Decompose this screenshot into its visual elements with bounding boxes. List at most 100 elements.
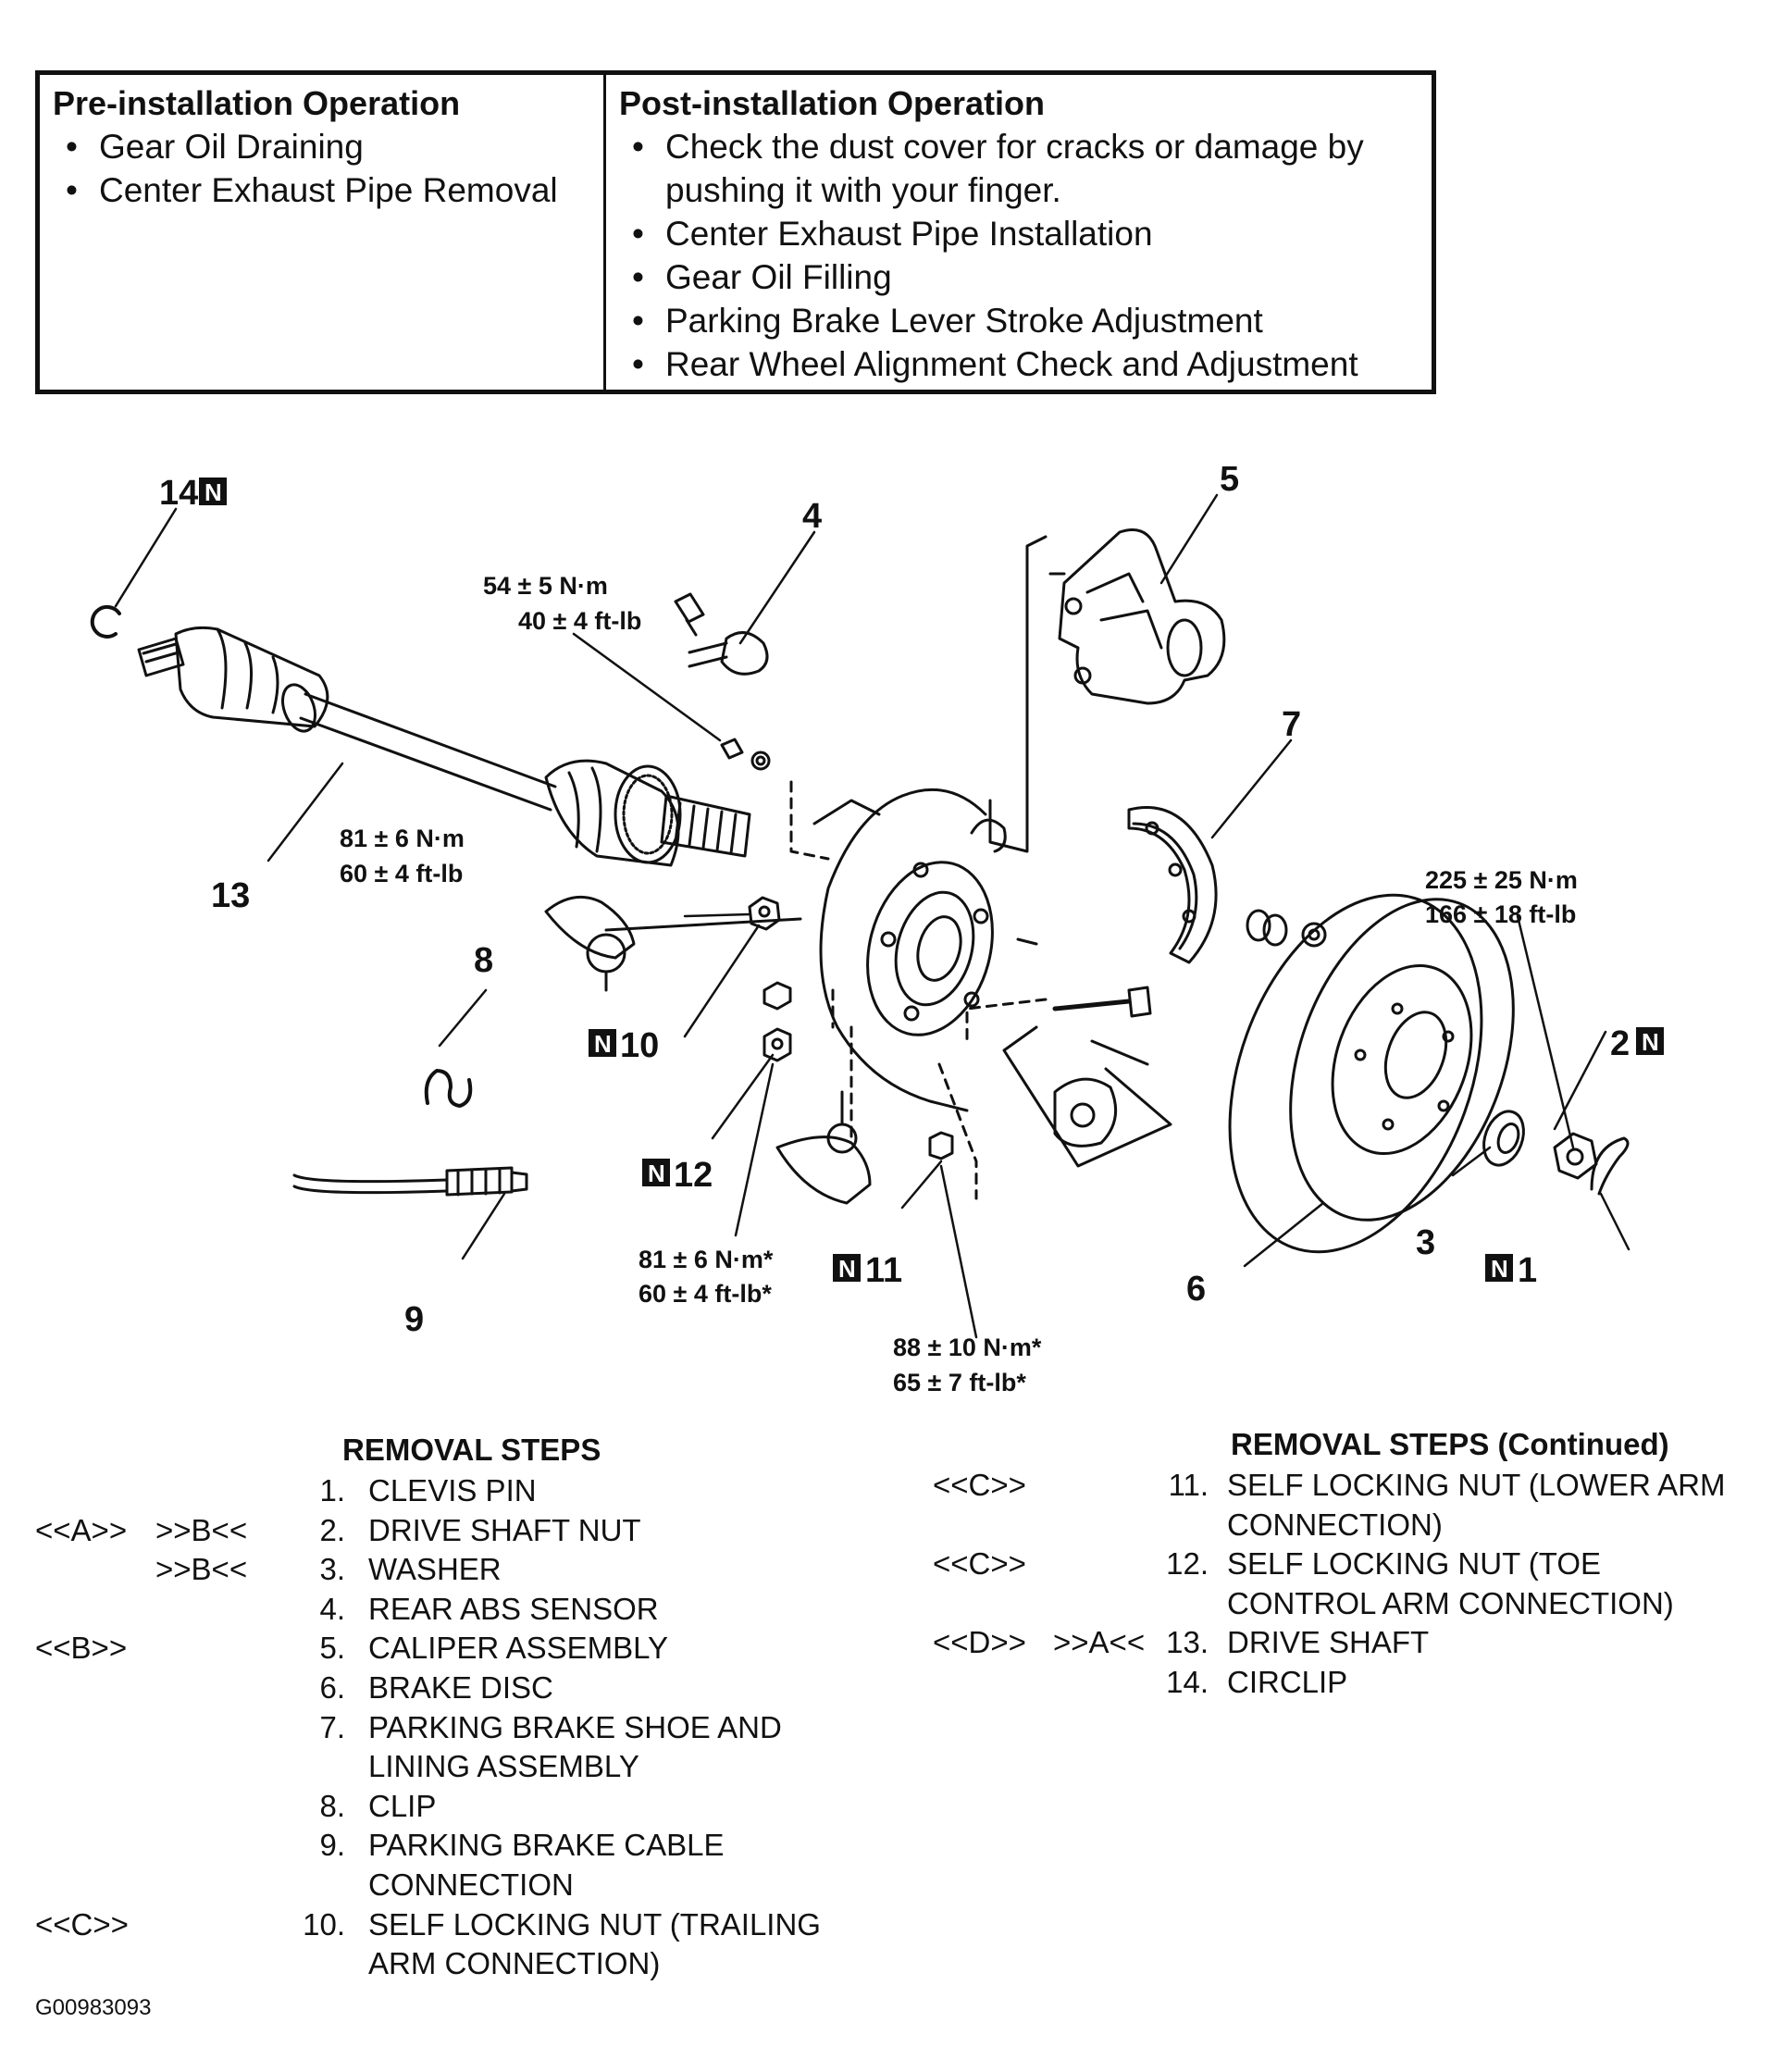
- assembly-dashed-lines: [789, 780, 1048, 1200]
- removal-step: <<C>>10.SELF LOCKING NUT (TRAILING: [35, 1906, 821, 1942]
- removal-step: 9.PARKING BRAKE CABLE: [319, 1828, 725, 1863]
- callout-7: 7: [1282, 705, 1301, 744]
- lower-arm-bushing: [1053, 1077, 1118, 1148]
- callout-3: 3: [1416, 1223, 1435, 1262]
- caliper-assembly-part: [1058, 528, 1226, 705]
- torque-hub-nut-nm: 225 ± 25 N·m: [1425, 866, 1578, 894]
- torque-toe-nm: 81 ± 6 N·m*: [639, 1246, 774, 1273]
- post-item: Rear Wheel Alignment Check and Adjustmen…: [619, 342, 1432, 386]
- torque-abs-nm: 54 ± 5 N·m: [483, 572, 608, 600]
- callout-13: 13: [211, 876, 250, 915]
- drive-shaft-part: [137, 626, 751, 867]
- removal-step: 7.PARKING BRAKE SHOE AND: [319, 1709, 782, 1744]
- callout-1: 1: [1518, 1251, 1537, 1290]
- callout-14: 14: [159, 474, 198, 513]
- removal-step: >>B<<3.WASHER: [155, 1552, 502, 1587]
- post-installation-list: Check the dust cover for cracks or damag…: [619, 125, 1432, 386]
- shoe-adjuster-spring: [1246, 909, 1327, 948]
- callout-6: 6: [1186, 1270, 1206, 1309]
- removal-step: CONNECTION: [368, 1867, 574, 1902]
- svg-text:N: N: [205, 478, 222, 506]
- post-item-continued: pushing it with your finger.: [665, 171, 1061, 209]
- removal-step: <<C>>12.SELF LOCKING NUT (TOE: [933, 1546, 1602, 1582]
- torque-toe-ftlb: 60 ± 4 ft-lb*: [639, 1280, 772, 1308]
- removal-steps-left: 1.CLEVIS PIN <<A>>>>B<<2.DRIVE SHAFT NUT…: [35, 1471, 868, 1984]
- new-part-mark-11: N: [833, 1254, 861, 1283]
- new-part-mark-12: N: [642, 1159, 670, 1187]
- callout-2: 2: [1610, 1024, 1630, 1063]
- removal-step: 6.BRAKE DISC: [319, 1669, 553, 1705]
- removal-step: 1.CLEVIS PIN: [319, 1473, 537, 1507]
- torque-trailing-ftlb: 60 ± 4 ft-lb: [340, 860, 463, 887]
- removal-step: 14.CIRCLIP: [1166, 1664, 1348, 1699]
- callout-11: 11: [865, 1251, 902, 1290]
- parking-brake-cable-part: [292, 1166, 528, 1197]
- removal-step: <<A>>>>B<<2.DRIVE SHAFT NUT: [35, 1512, 641, 1547]
- pre-installation-column: Pre-installation Operation Gear Oil Drai…: [40, 75, 606, 390]
- circlip-part: [90, 604, 121, 639]
- post-installation-title: Post-installation Operation: [619, 84, 1046, 122]
- removal-steps-continued-heading: REMOVAL STEPS (Continued): [1231, 1427, 1669, 1461]
- clevis-pin-part: [1590, 1136, 1630, 1196]
- self-locking-nut-10: [748, 896, 781, 931]
- self-locking-nut-12: [763, 981, 792, 1062]
- new-part-mark-14: N: [199, 478, 227, 506]
- clip-part: [424, 1069, 473, 1108]
- self-locking-nut-11: [928, 1131, 954, 1160]
- new-part-mark-2: N: [1636, 1027, 1664, 1056]
- removal-step: CONTROL ARM CONNECTION): [1227, 1585, 1674, 1620]
- removal-step: ARM CONNECTION): [368, 1946, 661, 1981]
- callout-12: 12: [674, 1156, 713, 1195]
- caliper-bolt: [1052, 986, 1152, 1018]
- assembly-solid-lines: [604, 535, 1172, 1168]
- pre-installation-list: Gear Oil Draining Center Exhaust Pipe Re…: [53, 125, 603, 212]
- svg-text:N: N: [1491, 1255, 1508, 1283]
- rear-axle-exploded-diagram: 14 4 5 7 13 8 10 2 12 9 11 6 3 1 N N N N: [90, 460, 1664, 1396]
- callout-10: 10: [620, 1026, 659, 1065]
- svg-text:N: N: [648, 1160, 665, 1187]
- svg-text:N: N: [838, 1255, 856, 1283]
- callout-5: 5: [1220, 460, 1239, 499]
- svg-text:N: N: [1642, 1028, 1659, 1056]
- post-item: Check the dust cover for cracks or damag…: [619, 125, 1432, 168]
- post-item: Gear Oil Filling: [619, 255, 1432, 299]
- removal-steps-heading: REMOVAL STEPS: [342, 1433, 601, 1467]
- removal-step: <<B>>5.CALIPER ASSEMBLY: [35, 1631, 669, 1666]
- removal-steps-right: <<C>>11.SELF LOCKING NUT (LOWER ARM CONN…: [933, 1466, 1766, 1703]
- toe-control-arm-ball-joint: [775, 1090, 872, 1205]
- removal-step: 8.CLIP: [319, 1788, 437, 1823]
- abs-sensor-part: [674, 592, 769, 676]
- removal-step: LINING ASSEMBLY: [368, 1749, 639, 1784]
- callout-8: 8: [474, 941, 493, 980]
- post-item: Center Exhaust Pipe Installation: [619, 212, 1432, 255]
- new-part-mark-1: N: [1485, 1254, 1513, 1283]
- torque-abs-ftlb: 40 ± 4 ft-lb: [518, 607, 641, 635]
- torque-hub-nut-ftlb: 166 ± 18 ft-lb: [1425, 900, 1576, 928]
- operations-table: Pre-installation Operation Gear Oil Drai…: [35, 70, 1436, 394]
- figure-id: G00983093: [35, 1995, 152, 2020]
- new-part-mark-10: N: [589, 1029, 616, 1058]
- torque-lower-arm-nm: 88 ± 10 N·m*: [893, 1334, 1042, 1361]
- parking-brake-shoe-part: [1127, 806, 1218, 964]
- removal-step: CONNECTION): [1227, 1507, 1443, 1542]
- callout-9: 9: [404, 1300, 424, 1339]
- post-installation-column: Post-installation Operation Check the du…: [606, 75, 1432, 390]
- pre-installation-title: Pre-installation Operation: [53, 84, 461, 122]
- svg-text:N: N: [594, 1030, 612, 1058]
- brake-disc-part: [1228, 893, 1515, 1254]
- washer-part: [1482, 1110, 1525, 1167]
- removal-step: 4.REAR ABS SENSOR: [319, 1591, 659, 1626]
- pre-item: Center Exhaust Pipe Removal: [53, 168, 603, 212]
- callout-leader-lines: [114, 493, 1630, 1339]
- hub-knuckle-backing-plate: [812, 788, 1038, 1112]
- abs-bolt-washer: [720, 738, 771, 771]
- pre-item: Gear Oil Draining: [53, 125, 603, 168]
- torque-trailing-nm: 81 ± 6 N·m: [340, 825, 465, 852]
- trailing-arm-ball-joint: [544, 895, 636, 992]
- removal-step: <<C>>11.SELF LOCKING NUT (LOWER ARM: [933, 1468, 1726, 1502]
- torque-lower-arm-ftlb: 65 ± 7 ft-lb*: [893, 1369, 1026, 1396]
- callout-4: 4: [802, 497, 822, 536]
- removal-step: <<D>>>>A<<13.DRIVE SHAFT: [933, 1625, 1430, 1660]
- drive-shaft-nut-part: [1553, 1132, 1598, 1180]
- post-item: Parking Brake Lever Stroke Adjustment: [619, 299, 1432, 342]
